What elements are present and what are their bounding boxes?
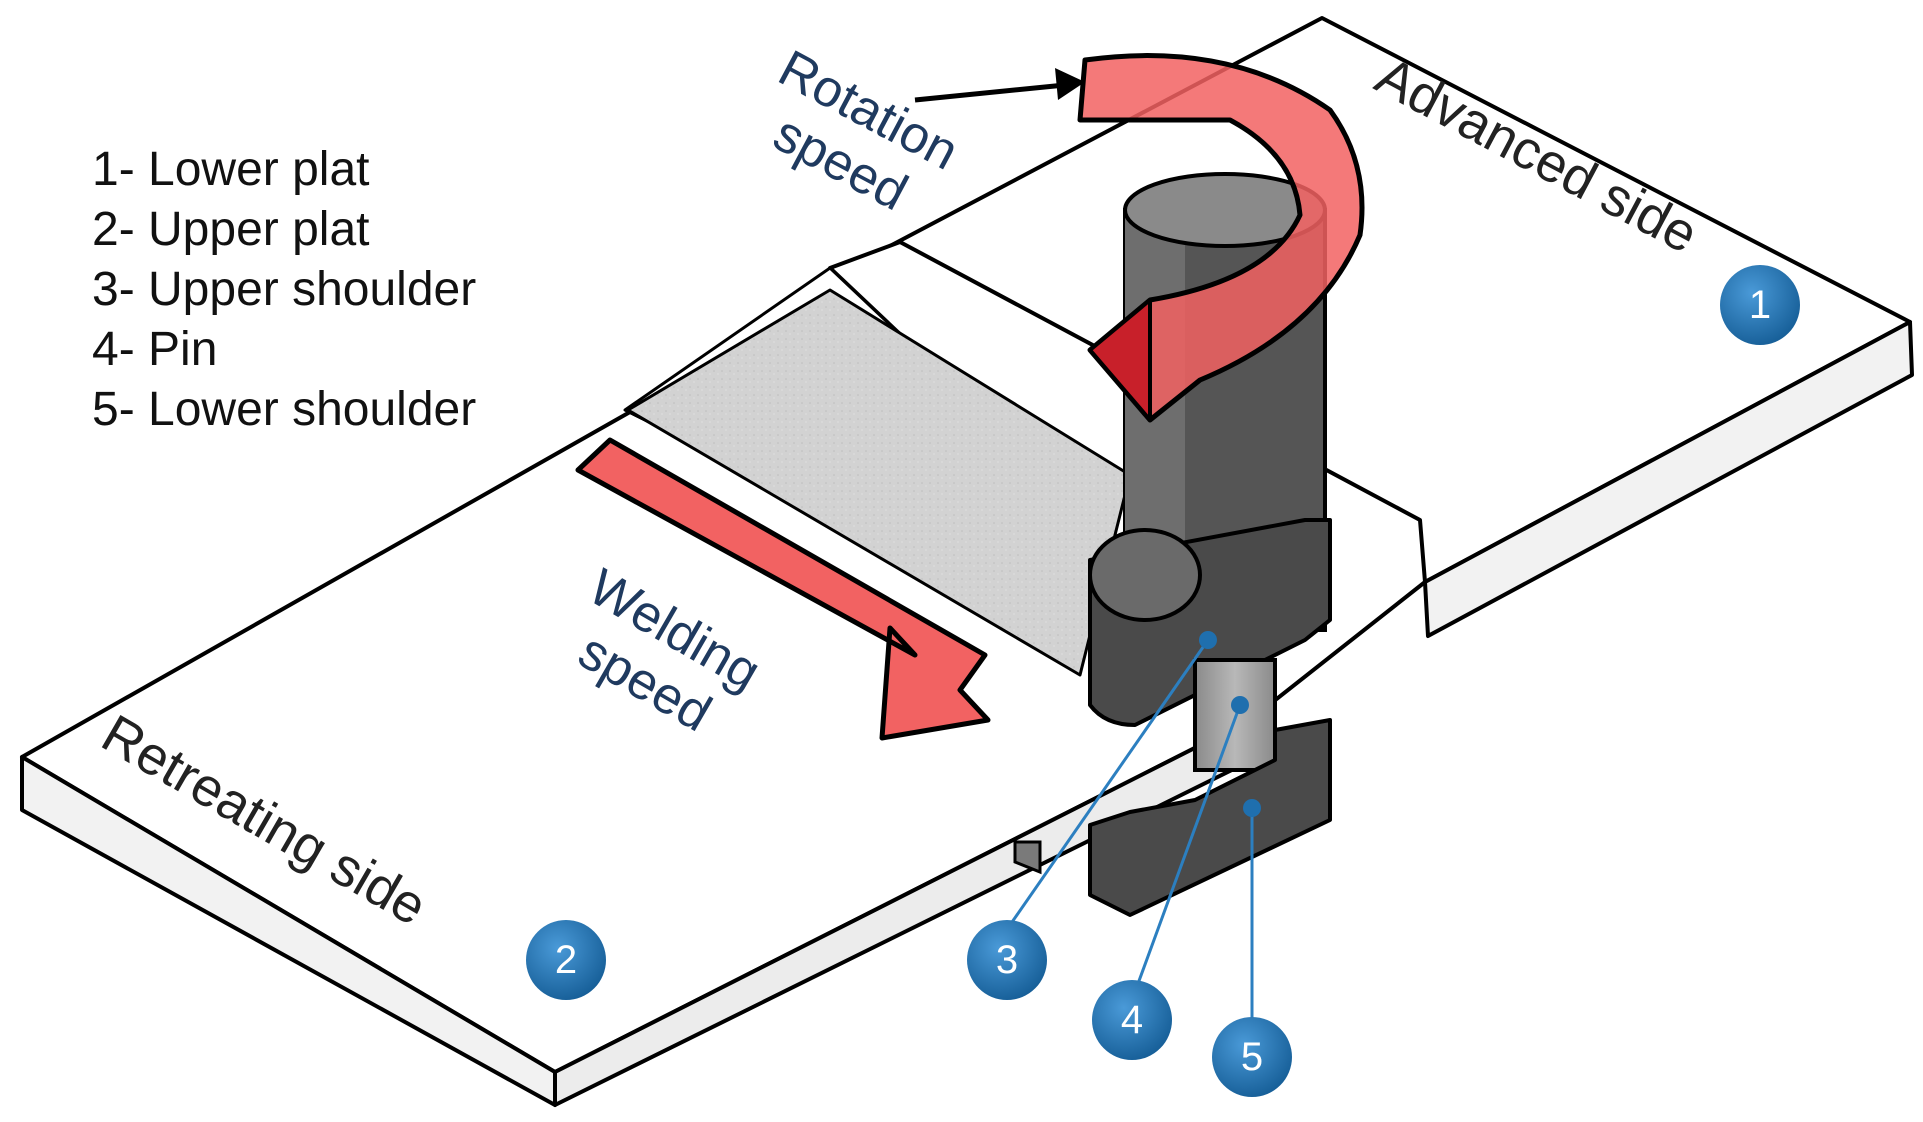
rotation-arrow [914, 53, 1365, 423]
legend-item-5: 5- Lower shoulder [92, 383, 476, 436]
legend-item-4: 4- Pin [92, 323, 217, 376]
fsw-tool [1088, 172, 1332, 917]
callout-2-text: 2 [555, 938, 577, 982]
callout-2: 2 [526, 920, 606, 1000]
callout-dots [1199, 631, 1261, 817]
callout-4: 4 [1092, 980, 1172, 1060]
callout-1: 1 [1720, 265, 1800, 345]
legend: 1- Lower plat 2- Upper plat 3- Upper sho… [92, 143, 476, 436]
legend-item-2: 2- Upper plat [92, 203, 369, 256]
callout-3-text: 3 [996, 938, 1018, 982]
callout-5-text: 5 [1241, 1035, 1263, 1079]
callout-4-text: 4 [1121, 998, 1143, 1042]
callout-1-text: 1 [1749, 283, 1771, 327]
welding-arrow [575, 437, 991, 741]
callout-3: 3 [967, 920, 1047, 1000]
legend-item-1: 1- Lower plat [92, 143, 369, 196]
callout-5: 5 [1212, 1017, 1292, 1097]
lower-plate [833, 16, 1914, 638]
callout-leaders [1008, 639, 1254, 1035]
legend-item-3: 3- Upper shoulder [92, 263, 476, 316]
